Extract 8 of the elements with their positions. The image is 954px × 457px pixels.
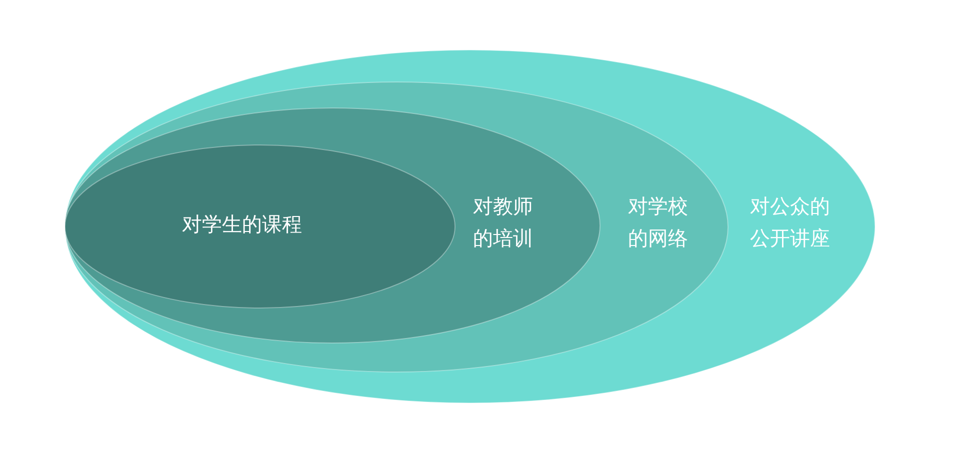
nested-ellipse xyxy=(65,145,455,308)
ellipse-label: 对公众的公开讲座 xyxy=(749,193,831,252)
nested-ellipse xyxy=(65,82,728,372)
nested-ellipse xyxy=(65,50,875,403)
nested-ellipse xyxy=(65,108,600,343)
ellipse-label: 对教师的培训 xyxy=(472,193,534,252)
ellipse-label: 对学生的课程 xyxy=(182,211,302,238)
ellipse-label: 对学校的网络 xyxy=(627,193,689,252)
